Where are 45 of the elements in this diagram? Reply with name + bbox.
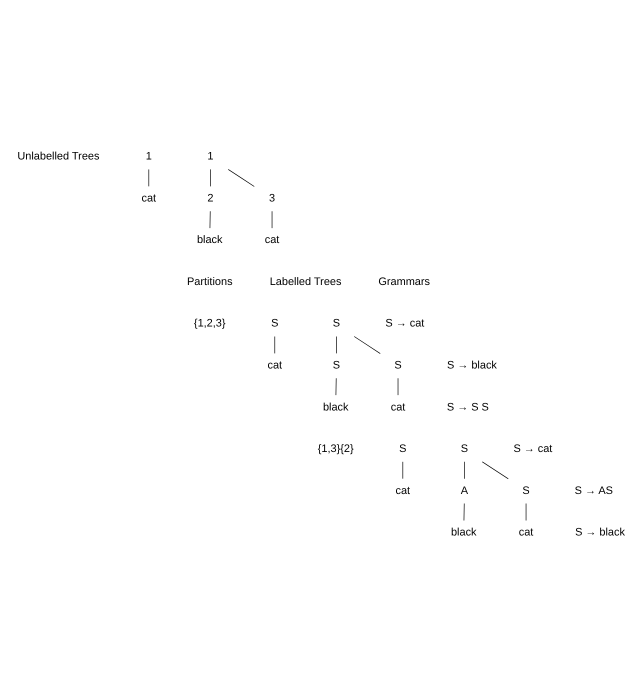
node-text: S — [460, 442, 468, 455]
connector — [210, 210, 211, 228]
label: Partitions — [186, 275, 233, 288]
node-text: S — [522, 484, 530, 496]
node-text: 2 — [207, 192, 214, 204]
node-text: S — [394, 358, 402, 371]
label: S → cat — [513, 442, 552, 455]
node-text: S — [332, 317, 340, 330]
label: S → S S — [446, 400, 489, 413]
node-text: cat — [142, 192, 156, 204]
connector — [336, 336, 337, 354]
node-text: black — [322, 400, 348, 413]
label: {1,2,3} — [194, 317, 226, 330]
node-text: cat — [390, 400, 406, 413]
label: Unlabelled Trees — [17, 150, 100, 162]
node-text: cat — [264, 234, 280, 246]
connector — [228, 168, 255, 186]
connector — [148, 168, 150, 186]
node-text: S — [332, 358, 340, 371]
node-text: 1 — [207, 150, 214, 162]
connector — [336, 377, 337, 395]
connector — [354, 336, 381, 354]
connector — [464, 502, 465, 520]
node-text: A — [460, 484, 468, 496]
connector — [210, 168, 211, 186]
label: Labelled Trees — [270, 275, 342, 288]
node-text: cat — [396, 484, 410, 496]
connector — [274, 336, 276, 354]
node-text: black — [196, 234, 223, 246]
node-text: cat — [267, 358, 282, 371]
node-text: S — [399, 442, 406, 455]
connector — [482, 460, 509, 479]
connector — [464, 460, 465, 479]
node-text: black — [450, 526, 477, 538]
node-text: cat — [518, 526, 534, 538]
label: S → AS — [574, 484, 613, 496]
label: S → cat — [385, 317, 424, 330]
label: S → black — [575, 526, 625, 538]
label: S → black — [447, 358, 497, 371]
label: {1,3}{2} — [318, 442, 354, 455]
label: Grammars — [378, 275, 430, 288]
node-text: 1 — [146, 150, 152, 162]
node-text: 3 — [269, 192, 276, 204]
connector — [402, 460, 404, 479]
node-text: S — [271, 317, 278, 330]
